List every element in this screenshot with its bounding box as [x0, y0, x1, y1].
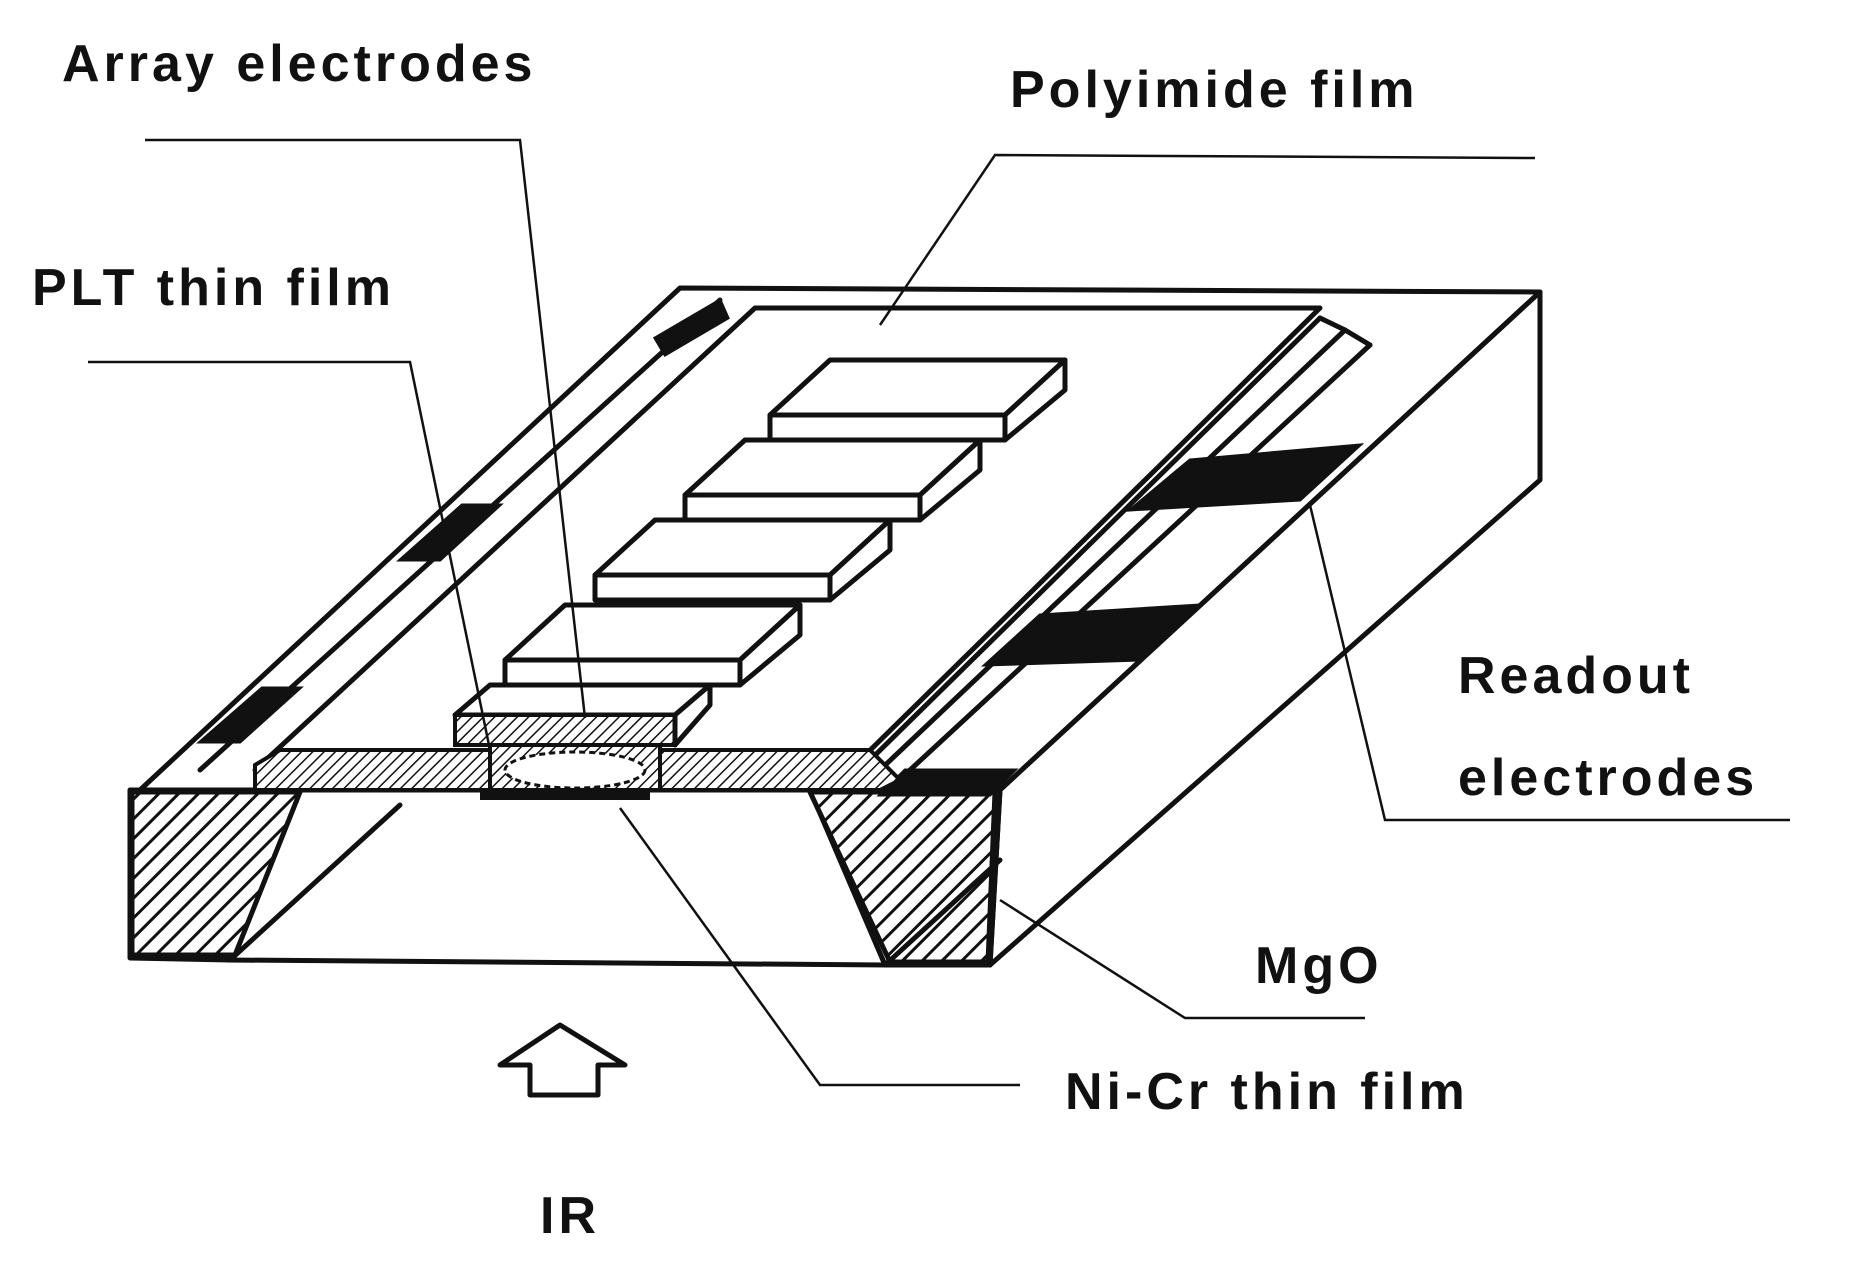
- label-nicr-thin-film: Ni-Cr thin film: [1065, 1063, 1469, 1121]
- label-ir: IR: [540, 1187, 600, 1245]
- label-readout-line2: electrodes: [1458, 749, 1759, 807]
- label-polyimide-film: Polyimide film: [1010, 61, 1419, 119]
- label-readout-line1: Readout: [1458, 647, 1694, 705]
- ir-arrow-icon: [497, 1022, 628, 1098]
- leader-lines: [88, 138, 1790, 1087]
- label-array-electrodes: Array electrodes: [62, 35, 537, 93]
- right-readout-electrodes: [857, 315, 1373, 797]
- label-mgo: MgO: [1255, 937, 1383, 995]
- label-plt-thin-film: PLT thin film: [32, 259, 395, 317]
- left-readout-strip: [195, 297, 730, 773]
- array-electrodes-blocks: [452, 357, 1068, 800]
